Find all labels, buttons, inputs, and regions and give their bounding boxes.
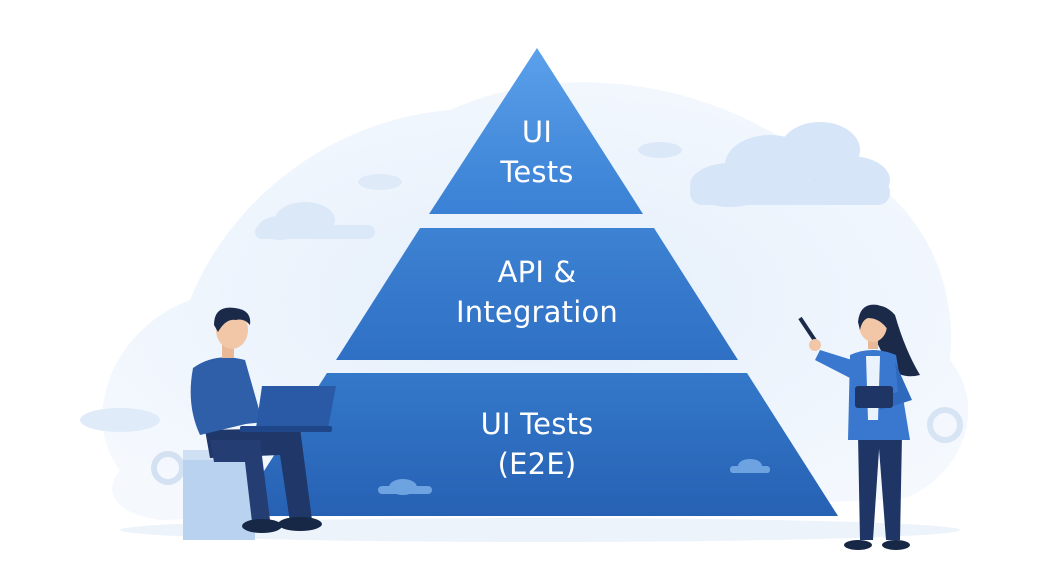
cloud-on-pyramid-left [378,479,432,495]
tier-label-middle: API & Integration [417,252,657,332]
cloud-left [255,202,375,240]
tier-middle-line2: Integration [456,295,618,329]
woman-with-pointer-figure [798,304,920,550]
cloud-large-right [690,122,890,207]
tier-top-line1: UI [521,115,553,149]
tier-bottom-line1: UI Tests [480,407,594,441]
pyramid-tier-middle [336,228,738,360]
pyramid-tier-top [429,48,643,214]
man-with-laptop-figure [183,307,336,540]
laptop-icon [256,386,336,428]
pyramid-tier-bottom [235,373,838,516]
cloud-bottom-left [80,408,160,432]
tier-middle-line1: API & [497,255,577,289]
cloud-on-pyramid-right [730,459,770,473]
gear-icon-left [151,451,185,485]
tablet-icon [855,386,893,408]
tier-top-line2: Tests [500,155,574,189]
cloud-small-right [638,142,682,158]
cloud-small-left [358,174,402,190]
tier-bottom-line2: (E2E) [497,447,577,481]
gear-icon-right [927,407,963,443]
ground-shadow [120,518,960,542]
tier-label-bottom: UI Tests (E2E) [437,404,637,484]
tier-label-top: UI Tests [457,112,617,192]
